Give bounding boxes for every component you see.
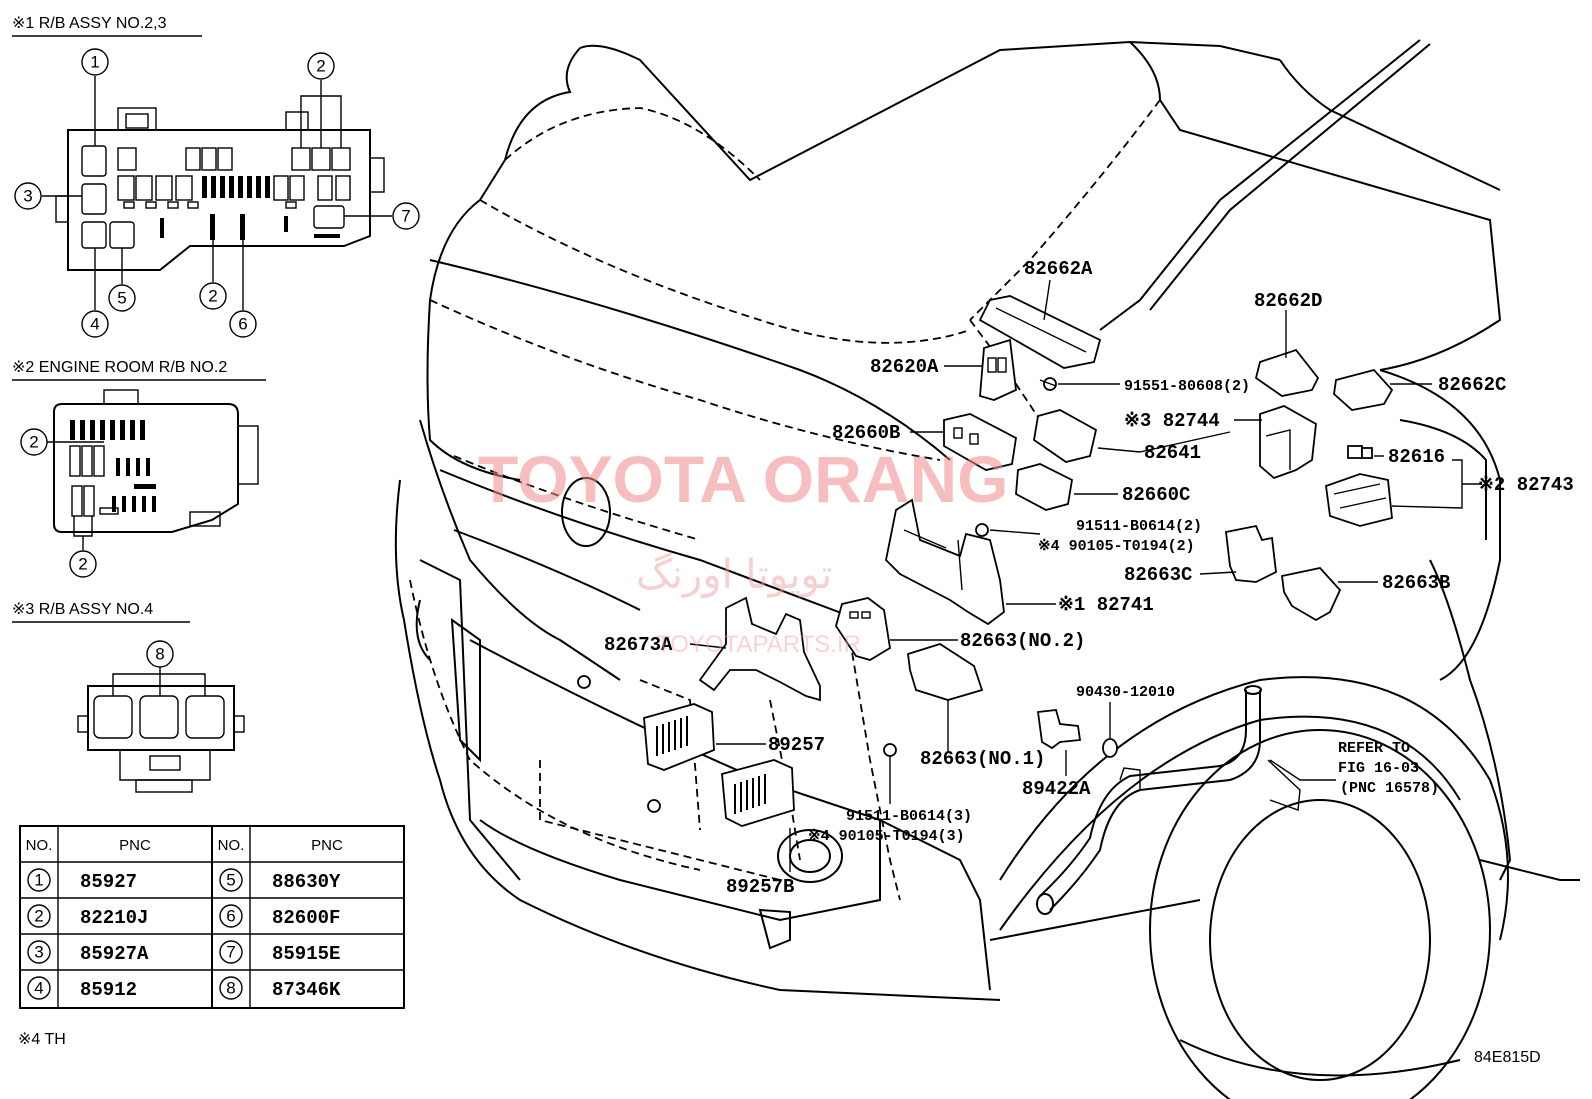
bracket-82663b xyxy=(1281,567,1342,622)
label-82744: ※3 82744 xyxy=(1124,410,1220,432)
figure-code: 84E815D xyxy=(1474,1049,1541,1066)
table-row-pnc: 82210J xyxy=(80,907,148,929)
callout-4: 4 xyxy=(90,315,99,334)
block-82660c xyxy=(1015,463,1073,511)
block-82641 xyxy=(1033,409,1098,463)
section-rb-assy-no23: ※1 R/B ASSY NO.2,3 xyxy=(12,15,420,338)
callout-2-er-bottom: 2 xyxy=(78,555,87,574)
label-89257b: 89257B xyxy=(726,876,794,898)
label-89257: 89257 xyxy=(768,734,825,756)
label-82662a: 82662A xyxy=(1024,258,1093,280)
section-rb-assy-no4: ※3 R/B ASSY NO.4 8 xyxy=(12,601,245,793)
table-row-pnc: 88630Y xyxy=(272,871,341,893)
label-90105-t0194-3: ※4 90105-T0194(3) xyxy=(808,828,965,845)
label-refer-pnc: (PNC 16578) xyxy=(1340,780,1439,797)
callout-2-bottom: 2 xyxy=(208,287,217,306)
sensor-89422a xyxy=(1036,709,1082,750)
section-3-title: ※3 R/B ASSY NO.4 xyxy=(12,601,153,618)
watermark-text: TOYOTA ORANG xyxy=(478,442,1008,516)
label-90105-t0194-2: ※4 90105-T0194(2) xyxy=(1038,538,1195,555)
section-2-title: ※2 ENGINE ROOM R/B NO.2 xyxy=(12,359,227,376)
label-82663c: 82663C xyxy=(1124,564,1192,586)
table-row-no: 4 xyxy=(34,979,43,998)
label-refer-to: REFER TO xyxy=(1338,740,1410,757)
callout-6: 6 xyxy=(238,315,247,334)
callout-2-er-top: 2 xyxy=(29,433,38,452)
table-header-pnc-left: PNC xyxy=(119,837,151,854)
label-82663-no2: 82663(NO.2) xyxy=(960,630,1085,652)
table-row-pnc: 85915E xyxy=(272,943,340,965)
label-89422a: 89422A xyxy=(1022,778,1091,800)
bolt-89257b xyxy=(647,799,661,813)
label-82741: ※1 82741 xyxy=(1058,594,1154,616)
cover-82662c xyxy=(1333,368,1394,411)
watermark-site: TOYOTAPARTS.IR xyxy=(656,631,861,658)
label-82660c: 82660C xyxy=(1122,484,1190,506)
table-row-no: 7 xyxy=(226,943,235,962)
leader-lines xyxy=(689,279,1482,872)
bracket-82663c xyxy=(1225,524,1277,583)
table-row-pnc: 85927A xyxy=(80,943,149,965)
bolt-91511-top xyxy=(975,523,989,537)
fuse-82616 xyxy=(1347,445,1363,459)
section-1-title: ※1 R/B ASSY NO.2,3 xyxy=(12,15,167,32)
watermark-persian: تویوتا اورنگ xyxy=(636,552,832,598)
parts-components xyxy=(577,295,1394,915)
label-82662d: 82662D xyxy=(1254,290,1322,312)
label-82616: 82616 xyxy=(1388,446,1445,468)
watermark: TOYOTA ORANG تویوتا اورنگ TOYOTAPARTS.IR xyxy=(478,442,1008,658)
label-refer-fig: FIG 16-03 xyxy=(1338,760,1419,777)
callout-2-top: 2 xyxy=(316,57,325,76)
label-90430-12010: 90430-12010 xyxy=(1076,684,1175,701)
label-82662c: 82662C xyxy=(1438,374,1506,396)
table-row-no: 1 xyxy=(34,871,43,890)
part-labels: 82662A 82620A 91551-80608(2) 82662D 8266… xyxy=(604,258,1574,898)
label-91551-80608: 91551-80608(2) xyxy=(1124,378,1250,395)
label-82743: ※2 82743 xyxy=(1478,474,1574,496)
table-row-pnc: 87346K xyxy=(272,979,341,1001)
vehicle-outline xyxy=(394,39,1580,1099)
callout-7: 7 xyxy=(401,207,410,226)
table-row-pnc: 85927 xyxy=(80,871,137,893)
cover-82662d xyxy=(1254,348,1320,397)
label-91511-b0614-3: 91511-B0614(3) xyxy=(846,808,972,825)
callout-1: 1 xyxy=(90,53,99,72)
relay-cover-82662a xyxy=(978,295,1102,369)
table-row-pnc: 85912 xyxy=(80,979,137,1001)
label-82673a: 82673A xyxy=(604,634,673,656)
bolt-82673a xyxy=(577,675,591,689)
label-82663b: 82663B xyxy=(1382,572,1450,594)
label-82620a: 82620A xyxy=(870,356,939,378)
pnc-table: NO. PNC NO. PNC 1 85927 2 82210J 3 85927… xyxy=(19,825,405,1009)
label-82660b: 82660B xyxy=(832,422,900,444)
table-row-no: 6 xyxy=(226,907,235,926)
callout-8: 8 xyxy=(155,645,164,664)
table-header-no-left: NO. xyxy=(26,837,53,854)
bracket-82741 xyxy=(885,498,1005,626)
section-engine-room-rb-no2: ※2 ENGINE ROOM R/B NO.2 2 2 xyxy=(12,359,266,578)
footnote: ※4 TH xyxy=(18,1031,66,1048)
table-row-no: 2 xyxy=(34,907,43,926)
bolt-91511-bottom xyxy=(883,743,897,757)
table-row-pnc: 82600F xyxy=(272,907,340,929)
bracket-82673a xyxy=(698,596,821,702)
table-header-no-right: NO. xyxy=(218,837,245,854)
table-row-no: 3 xyxy=(34,943,43,962)
label-91511-b0614-2: 91511-B0614(2) xyxy=(1076,518,1202,535)
table-row-no: 5 xyxy=(226,871,235,890)
table-header-pnc-right: PNC xyxy=(311,837,343,854)
sensor-89257 xyxy=(643,703,715,771)
label-82641: 82641 xyxy=(1144,442,1201,464)
callout-3: 3 xyxy=(23,187,32,206)
rb-assy-82744 xyxy=(1259,405,1317,480)
label-82663-no1: 82663(NO.1) xyxy=(920,748,1045,770)
washer-90430 xyxy=(1102,738,1118,758)
engine-room-rb-82743 xyxy=(1325,473,1393,527)
bracket-82663-no1 xyxy=(907,643,984,701)
callout-5: 5 xyxy=(117,289,126,308)
table-row-no: 8 xyxy=(226,979,235,998)
